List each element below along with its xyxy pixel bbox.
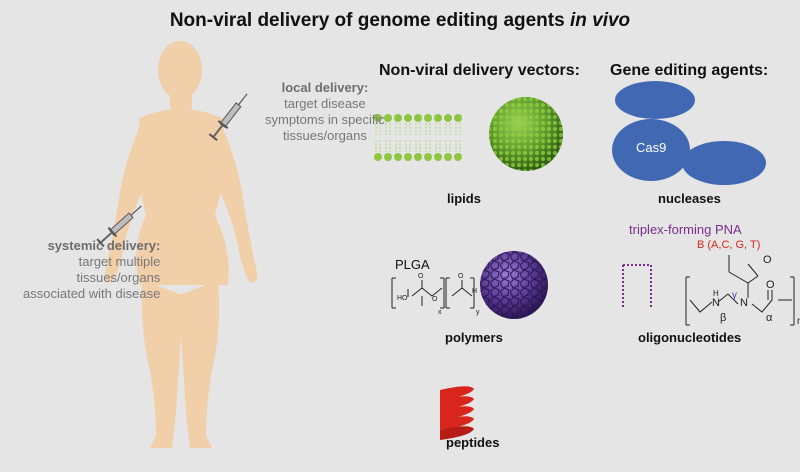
svg-text:H: H [472,288,477,295]
polymer-nanoparticle-icon [480,251,548,319]
svg-text:O: O [766,279,775,291]
lipid-bilayer-icon [374,114,462,161]
oligonucleotides-label: oligonucleotides [638,330,742,345]
triplex-pna-label: triplex-forming PNA [629,222,742,237]
peptides-label: peptides [446,435,500,450]
syringe-icon [208,93,248,142]
svg-text:γ: γ [732,290,737,301]
svg-text:HO: HO [397,295,408,302]
svg-text:H: H [713,289,719,298]
local-delivery-heading: local delivery: [281,80,369,95]
svg-text:α: α [766,312,773,324]
polymers-label: polymers [445,330,503,345]
cas9-label: Cas9 [636,140,667,155]
systemic-delivery-note: systemic delivery: target multiple tissu… [23,238,161,301]
figure-title: Non-viral delivery of genome editing age… [169,10,631,31]
agents-header: Gene editing agents: [610,62,769,79]
svg-text:N: N [740,297,748,309]
svg-text:O: O [418,273,424,280]
svg-text:O: O [432,296,438,303]
svg-text:x: x [438,309,442,316]
svg-text:N: N [712,297,720,309]
vectors-header: Non-viral delivery vectors: [379,62,580,79]
cas9-nuclease-icon [612,81,766,185]
plga-structure [391,277,475,309]
svg-text:n: n [797,316,800,327]
svg-text:β: β [720,312,726,324]
lipids-label: lipids [447,191,481,206]
systemic-delivery-heading: systemic delivery: [47,238,161,253]
local-delivery-note: local delivery: target disease symptoms … [265,80,385,143]
syringe-icon [96,205,142,248]
nucleases-label: nucleases [658,191,721,206]
peptide-helix-icon [440,386,474,440]
plga-label: PLGA [395,257,430,272]
svg-text:y: y [476,309,480,316]
nucleobase-label: B (A,C, G, T) [697,239,761,251]
human-body-silhouette [104,41,258,448]
lipid-nanoparticle-icon [489,97,563,171]
pna-structure [622,255,795,326]
svg-text:O: O [763,254,772,266]
svg-text:O: O [458,273,464,280]
